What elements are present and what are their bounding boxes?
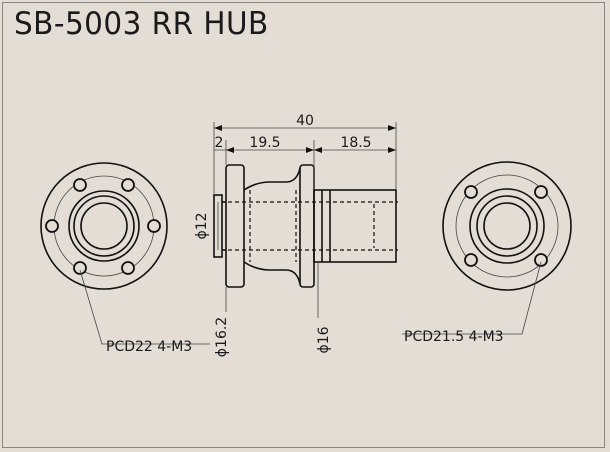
left-flange — [225, 164, 245, 288]
left-end-view: PCD22 4-M3 — [40, 162, 210, 355]
left-bolt-hole-6 — [147, 219, 161, 233]
left-bolt-hole-2 — [121, 178, 135, 192]
right-flange-outline — [442, 161, 572, 291]
barrel-bottom — [243, 261, 301, 285]
left-hub-outer — [68, 190, 140, 262]
right-flange — [299, 164, 315, 288]
right-hub-outer — [469, 188, 545, 264]
right-bore — [483, 202, 531, 250]
left-flange-outline — [40, 162, 168, 290]
left-bolt-hole-1 — [73, 178, 87, 192]
right-bolt-hole-1 — [464, 185, 478, 199]
barrel-top — [243, 167, 301, 191]
drawing-title: SB-5003 RR HUB — [14, 6, 269, 42]
right-callout-leader — [402, 261, 542, 335]
overall-length-dim: 40 — [296, 113, 314, 129]
drawing-border — [2, 2, 605, 448]
right-pitch-circle — [455, 174, 559, 278]
flange-spacing-dim: 19.5 — [249, 135, 280, 151]
left-callout-leader — [79, 269, 210, 345]
bore-diameter-dim: ϕ12 — [194, 212, 210, 239]
right-end-view: PCD21.5 4-M3 — [402, 161, 572, 345]
left-bolt-hole-4 — [121, 261, 135, 275]
sleeve-length-dim: 18.5 — [340, 135, 371, 151]
side-view: 40 2 19.5 18.5 ϕ12 ϕ16.2 ϕ16 — [194, 113, 398, 357]
left-bolt-hole-5 — [45, 219, 59, 233]
left-pcd-callout: PCD22 4-M3 — [106, 339, 192, 355]
right-hub-step — [476, 195, 538, 257]
left-hub-step — [73, 195, 135, 257]
spacer-disc — [213, 194, 223, 258]
flange-thickness-dim: 2 — [215, 135, 224, 151]
right-bolt-hole-3 — [464, 253, 478, 267]
left-bore — [80, 202, 128, 250]
right-bolt-hole-4 — [534, 253, 548, 267]
sleeve-body — [313, 189, 397, 263]
left-bolt-hole-3 — [73, 261, 87, 275]
right-pcd-callout: PCD21.5 4-M3 — [404, 329, 504, 345]
sleeve-diameter-dim: ϕ16 — [316, 326, 332, 353]
right-bolt-hole-2 — [534, 185, 548, 199]
flange-diameter-dim: ϕ16.2 — [214, 317, 230, 357]
